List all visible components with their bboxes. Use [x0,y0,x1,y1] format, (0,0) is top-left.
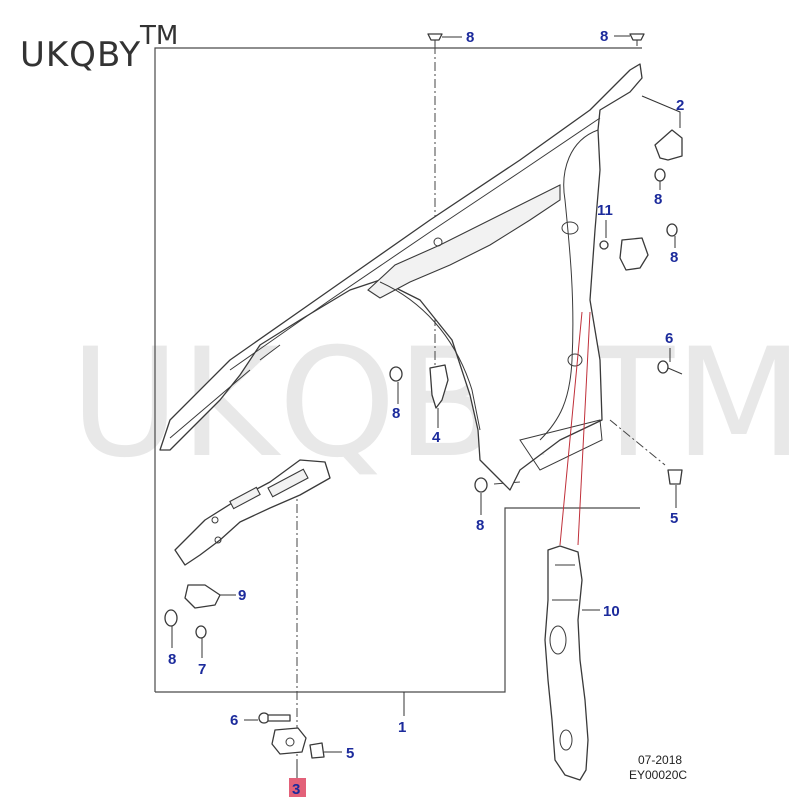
fastener-top-left [427,33,443,46]
callout-7: 7 [198,661,206,678]
callout-4: 4 [432,429,441,446]
assembly-frame [154,47,642,693]
callout-6-b: 6 [230,712,238,729]
clip-5-right [667,469,683,485]
brand-tm: TM [139,21,178,51]
callout-3: 3 [292,781,300,798]
callout-8-b: 8 [392,405,400,422]
fastener-8-d [666,223,678,237]
callout-8-c: 8 [654,191,662,208]
callout-9: 9 [238,587,246,604]
callout-11: 11 [597,202,613,219]
fastener-8-f [164,609,178,627]
callout-6-a: 6 [665,330,673,347]
redline-1 [559,311,583,546]
hinge-3 [271,727,307,755]
callout-2: 2 [676,97,684,114]
callout-5-b: 5 [346,745,354,762]
callout-10: 10 [603,603,620,620]
callout-3-highlight: 3 [289,778,306,798]
fender-panel [159,63,643,491]
fastener-8-b [389,366,403,382]
callout-1: 1 [398,719,406,736]
leader-lines [171,35,681,778]
callout-5-a: 5 [670,510,678,527]
bolt-6-bottom [258,712,291,724]
diagram-date: 07-2018 [638,753,682,767]
callout-8-g: 8 [600,28,608,45]
callout-8-f: 8 [168,651,176,668]
lower-bracket [174,459,331,566]
redline-2 [577,311,591,546]
fastener-8-e [474,477,488,493]
bracket-2 [654,129,683,161]
clip-6-right [657,360,683,375]
centerline-right [609,419,666,466]
callout-8-e: 8 [476,517,484,534]
brand-logo: UKQBY TM [20,21,178,75]
bracket-11 [599,237,649,271]
fastener-8-c [654,168,666,182]
clip-7 [195,625,207,639]
bracket-9 [184,584,221,609]
bracket-4 [429,364,449,409]
clip-5-bottom [309,742,325,759]
callout-8-d: 8 [670,249,678,266]
brand-name: UKQBY [20,35,141,75]
callout-8-a: 8 [466,29,474,46]
liner-strip [544,545,589,781]
fastener-top-right [629,33,645,46]
diagram-code: EY00020C [629,768,687,782]
